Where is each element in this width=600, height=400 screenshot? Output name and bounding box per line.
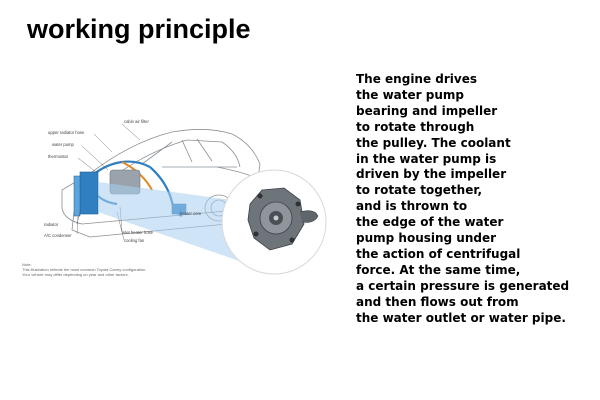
paragraph-line: the pulley. The coolant — [356, 135, 511, 150]
label-cabin-air-filter: cabin air filter — [124, 119, 150, 124]
paragraph-line: and is thrown to — [356, 199, 468, 214]
note-line: Your vehicle may differ depending on yea… — [22, 272, 129, 277]
paragraph-line: to rotate through — [356, 119, 475, 134]
label-heater-core: heater core — [180, 211, 202, 216]
description-paragraph: The engine drives the water pump bearing… — [356, 72, 596, 327]
label-cooling-fan: cooling fan — [124, 238, 145, 243]
water-pump-photo — [221, 169, 327, 275]
cooling-system-diagram: cabin air filter upper radiator hose wat… — [44, 119, 327, 275]
label-upper-radiator-hose: upper radiator hose — [48, 130, 85, 135]
label-inlet-heater-hose: inlet heater hose — [122, 230, 154, 235]
ac-condenser — [73, 175, 81, 217]
page-title: working principle — [27, 14, 251, 44]
label-thermostat: thermostat — [48, 154, 69, 159]
car-illustration — [61, 129, 261, 238]
paragraph-line: a certain pressure is generated — [356, 278, 570, 293]
paragraph-line: the water outlet or water pipe. — [356, 310, 566, 325]
note-title: Note: — [22, 262, 32, 267]
paragraph-line: and then flows out from — [356, 294, 519, 309]
label-ac-condenser: A/C condenser — [44, 233, 72, 238]
label-water-pump: water pump — [52, 142, 75, 147]
paragraph-line: in the water pump is — [356, 151, 497, 166]
paragraph-line: The engine drives — [356, 72, 478, 86]
radiator — [79, 171, 99, 215]
paragraph-line: force. At the same time, — [356, 262, 521, 277]
paragraph-line: the water pump — [356, 87, 464, 102]
diagram-note: Note: This illustration reflects the mos… — [22, 262, 146, 277]
zoom-beam — [98, 182, 242, 262]
paragraph-line: the action of centrifugal — [356, 246, 521, 261]
paragraph-line: pump housing under — [356, 231, 497, 246]
note-line: This illustration reflects the most comm… — [22, 267, 147, 272]
paragraph-line: to rotate together, — [356, 183, 483, 198]
paragraph-line: bearing and impeller — [356, 103, 498, 118]
paragraph-line: the edge of the water — [356, 215, 504, 230]
paragraph-line: driven by the impeller — [356, 167, 507, 182]
label-radiator: radiator — [44, 222, 59, 227]
